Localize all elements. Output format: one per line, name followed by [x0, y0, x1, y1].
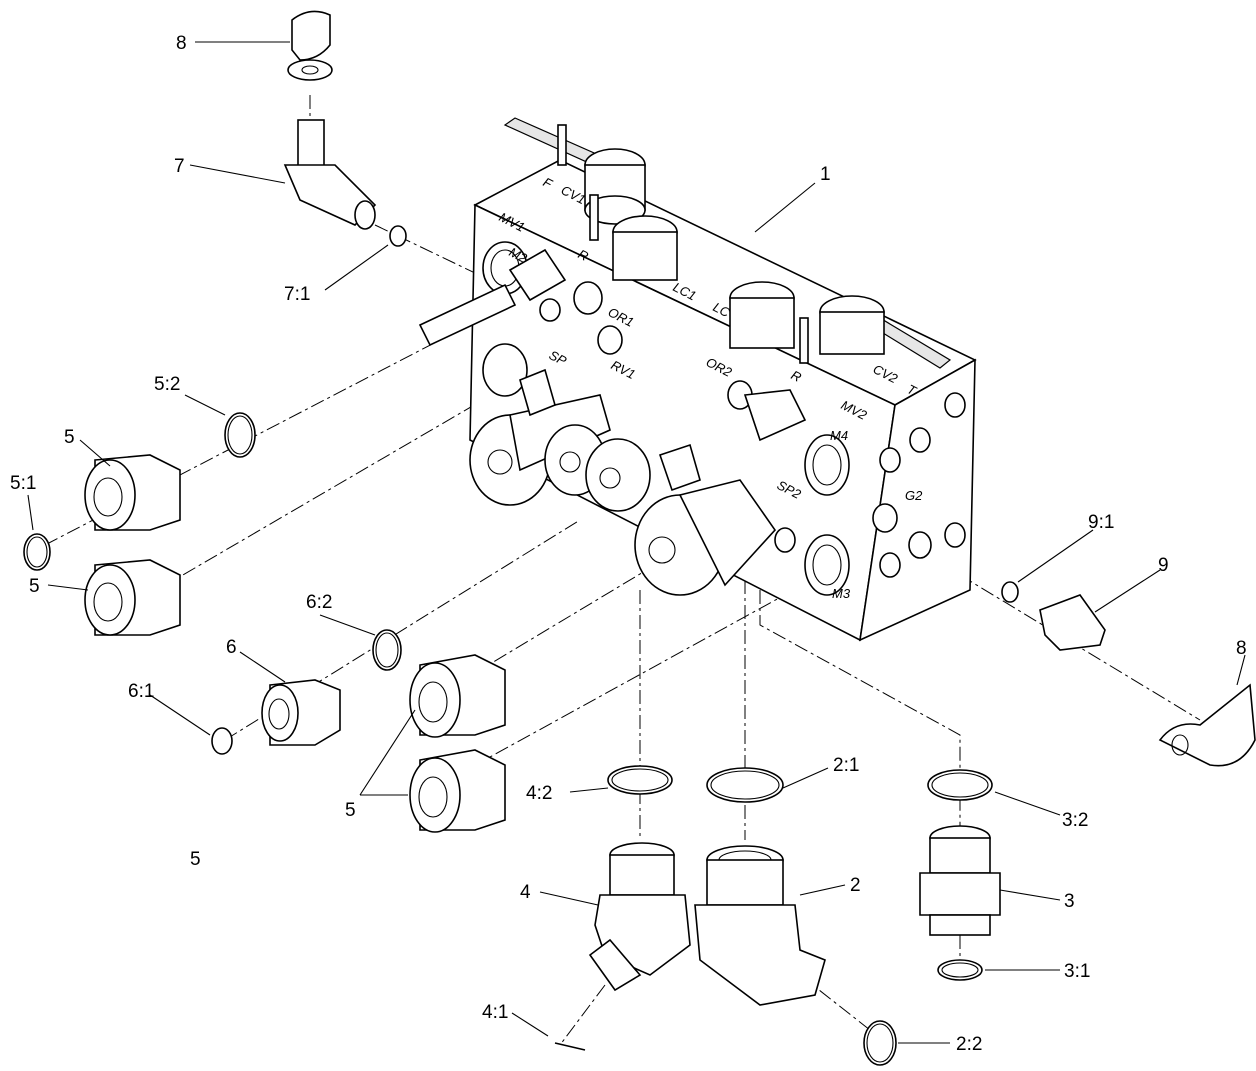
fitting-9 — [1001, 581, 1106, 651]
o-ring-2-1 — [706, 767, 784, 803]
elbow-fitting-4 — [588, 842, 691, 992]
manifold-block — [418, 117, 977, 642]
o-ring-6-1 — [211, 727, 233, 755]
callout-1: 1 — [820, 164, 831, 185]
callout-2: 2 — [850, 875, 861, 896]
callout-4: 4 — [520, 882, 531, 903]
dust-cap-8-top — [287, 10, 333, 81]
callout-3-2: 3:2 — [1062, 810, 1088, 831]
callout-9-1: 9:1 — [1088, 512, 1114, 533]
pin-4-1 — [554, 1042, 586, 1051]
port-g2: G2 — [905, 488, 923, 503]
o-ring-5-2 — [224, 412, 256, 458]
elbow-fitting-2 — [694, 845, 826, 1006]
callout-5-2: 5:2 — [154, 374, 180, 395]
elbow-fitting-7 — [283, 119, 377, 230]
callout-7-1: 7:1 — [284, 284, 310, 305]
o-ring-3-2 — [927, 769, 993, 801]
callout-2-1: 2:1 — [833, 755, 859, 776]
o-ring-7-1 — [389, 225, 407, 247]
callout-7: 7 — [174, 156, 185, 177]
callout-8-top: 8 — [176, 33, 187, 54]
port-sp1: SP — [547, 347, 570, 368]
o-ring-4-2 — [607, 765, 673, 795]
port-m4: M4 — [830, 428, 848, 443]
callout-4-1: 4:1 — [482, 1002, 508, 1023]
callout-5-d: 5 — [190, 849, 201, 870]
o-ring-6-2 — [372, 629, 402, 671]
callout-5-c: 5 — [345, 800, 356, 821]
fitting-5-upper — [84, 454, 181, 531]
fitting-3 — [919, 825, 1001, 936]
callouts: 8 7 7:1 1 5:2 5 5:1 5 6:2 6 6:1 5 5 9:1 … — [10, 33, 1247, 1055]
port-m3: M3 — [832, 586, 851, 601]
callout-6-2: 6:2 — [306, 592, 332, 613]
callout-3-1: 3:1 — [1064, 961, 1090, 982]
fitting-5-lower — [84, 559, 181, 636]
callout-4-2: 4:2 — [526, 783, 552, 804]
callout-3: 3 — [1064, 891, 1075, 912]
port-lc2: LC — [711, 299, 733, 320]
leader-lines — [27, 41, 1246, 1044]
fitting-5-middle-upper — [409, 654, 506, 738]
fitting-6 — [261, 679, 341, 746]
callout-6: 6 — [226, 637, 237, 658]
callout-5-b: 5 — [29, 576, 40, 597]
o-ring-5-1 — [23, 533, 51, 571]
fitting-5-middle-lower — [409, 749, 506, 833]
callout-9: 9 — [1158, 555, 1169, 576]
callout-6-1: 6:1 — [128, 681, 154, 702]
callout-2-2: 2:2 — [956, 1034, 982, 1055]
callout-5-1: 5:1 — [10, 473, 36, 494]
callout-5-a: 5 — [64, 427, 75, 448]
dust-cap-8-right — [1158, 683, 1256, 767]
callout-8-right: 8 — [1236, 638, 1247, 659]
o-ring-2-2 — [863, 1020, 897, 1066]
